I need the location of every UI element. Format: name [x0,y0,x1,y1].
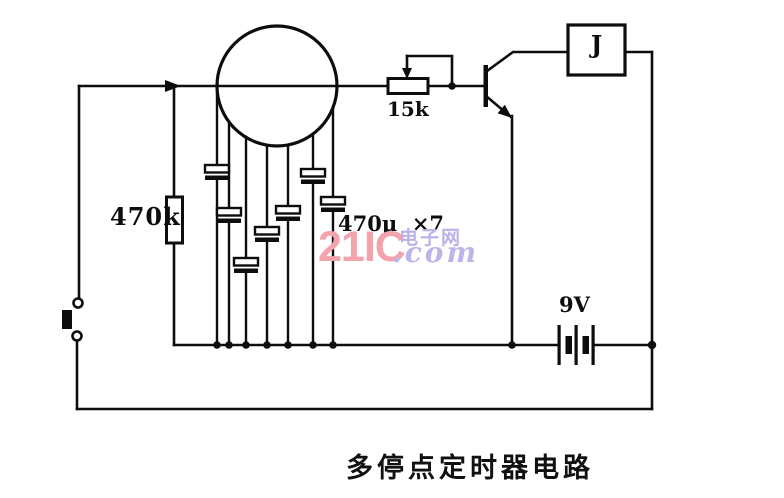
capacitor-1 [203,84,231,349]
relay-designator-label: J [590,30,603,59]
relay-outline [566,23,627,77]
relay-box [566,23,654,77]
watermark-brand: 21IC [318,223,406,271]
emitter-arrowhead-icon [497,104,512,118]
pushbutton-switch [62,297,84,342]
potentiometer-body [386,77,430,95]
switch-contact-top [72,297,84,309]
watermark-site-name: 电子网 [399,227,463,249]
capacitor-2 [215,120,243,349]
capacitor-3 [232,135,260,349]
figure-caption: 多停点定时器电路 [346,453,594,484]
resistor-470k-body [165,195,184,245]
transistor-base-bar [483,65,488,107]
switch-lever [62,310,72,329]
junction-dot [508,341,516,349]
battery-value-label: 9V [559,292,590,317]
junction-arrow [165,80,181,92]
capacitor-5 [274,143,302,349]
junction-dot [448,82,456,90]
wiper-return-wire [405,54,454,88]
junction-dot [647,340,657,350]
capacitor-7 [319,106,347,349]
battery-9v [557,325,657,365]
capacitor-6 [299,132,327,349]
capacitor-bank [203,84,347,349]
potentiometer-15k [386,54,456,95]
capacitor-value-label: 470μ ×7 [338,211,445,236]
watermark-domain: .com [392,236,480,269]
transistor-collector-wire [485,50,570,73]
transistor [483,50,570,349]
wiper-arrowhead-icon [402,68,412,79]
resistor-value-label: 470k [110,202,181,231]
transistor-emitter-wire [484,94,514,347]
potentiometer-value-label: 15k [387,97,429,121]
capacitor-4 [253,143,281,349]
switch-contact-bottom [71,330,83,342]
